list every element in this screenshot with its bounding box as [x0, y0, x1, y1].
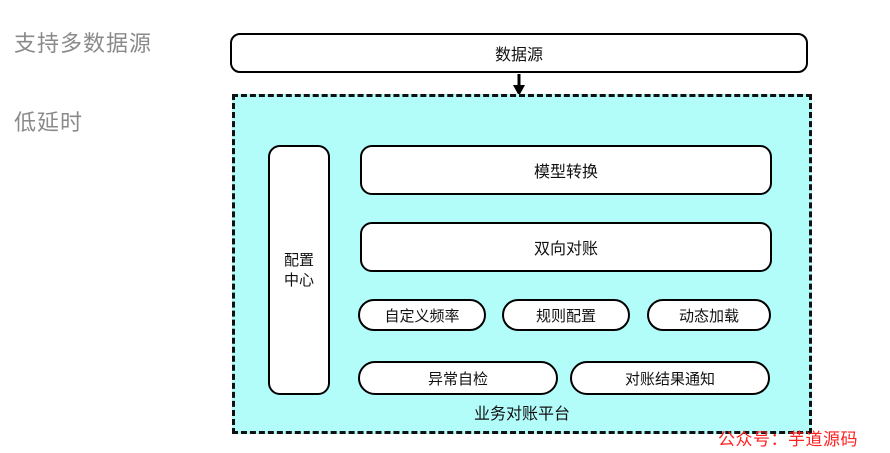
node-abnormal-self-check: 异常自检	[358, 361, 558, 395]
node-custom-frequency: 自定义频率	[358, 299, 486, 331]
annotation-multi-source: 支持多数据源	[14, 32, 153, 57]
node-rule-configuration: 规则配置	[502, 299, 630, 331]
node-dynamic-loading-label: 动态加载	[678, 306, 739, 325]
arrow-down-icon	[513, 74, 525, 96]
datasource-label: 数据源	[494, 45, 543, 64]
node-reconciliation-result-notification-label: 对账结果通知	[624, 369, 715, 388]
datasource-node: 数据源	[230, 33, 808, 73]
node-two-way-reconciliation-label: 双向对账	[533, 239, 598, 258]
config-center-node: 配置 中心	[268, 145, 330, 395]
node-rule-configuration-label: 规则配置	[535, 306, 596, 325]
node-custom-frequency-label: 自定义频率	[384, 306, 460, 325]
node-dynamic-loading: 动态加载	[647, 299, 771, 331]
watermark-text: 公众号：芋道源码	[718, 430, 858, 450]
config-center-label-line1: 配置	[283, 250, 314, 269]
node-abnormal-self-check-label: 异常自检	[427, 369, 488, 388]
config-center-label-line2: 中心	[283, 271, 314, 289]
annotation-low-latency: 低延时	[14, 111, 84, 136]
node-two-way-reconciliation: 双向对账	[360, 222, 772, 272]
node-reconciliation-result-notification: 对账结果通知	[570, 361, 770, 395]
platform-caption: 业务对账平台	[473, 404, 570, 423]
node-model-conversion: 模型转换	[360, 145, 772, 195]
node-model-conversion-label: 模型转换	[533, 162, 598, 181]
